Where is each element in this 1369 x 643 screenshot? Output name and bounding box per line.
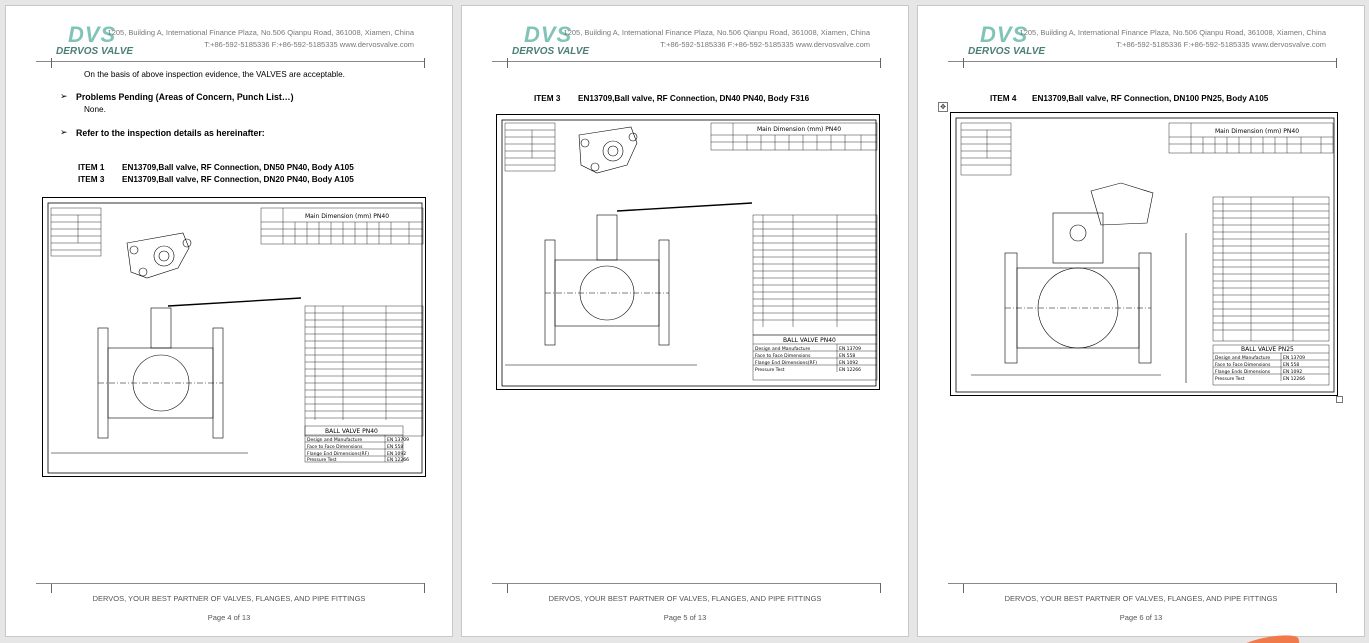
std-value: EN 1092 [839, 360, 858, 366]
ball-valve-drawing: Main Dimension (mm) PN40 [501, 119, 878, 387]
item-label: ITEM 4 [990, 94, 1017, 103]
document-page-5: DVS DERVOS VALVE 1205, Building A, Inter… [461, 5, 909, 637]
bullet-arrow-icon: ➢ [60, 128, 68, 138]
std-name: Pressure Test [755, 367, 785, 373]
dervos-logo: DVS DERVOS VALVE [968, 22, 1048, 62]
std-value: EN 13709 [387, 437, 409, 443]
margin-mark [1336, 58, 1346, 68]
table-resize-handle[interactable] [1336, 396, 1343, 403]
margin-mark [424, 58, 434, 68]
std-name: Pressure Test [1215, 376, 1245, 382]
margin-mark [498, 583, 508, 593]
document-page-6: DVS DERVOS VALVE 1205, Building A, Inter… [917, 5, 1365, 637]
valve-title: BALL VALVE PN40 [325, 428, 378, 435]
std-value: EN 558 [387, 444, 403, 450]
std-name: Face to Face Dimensions [307, 444, 363, 450]
header-contact: T:+86-592-5185336 F:+86-592-5185335 www.… [1116, 40, 1326, 49]
header-address: 1205, Building A, International Finance … [563, 28, 870, 37]
logo-text: DERVOS VALVE [512, 46, 590, 57]
valve-title: BALL VALVE PN25 [1241, 346, 1294, 353]
dim-table-title: Main Dimension (mm) PN40 [305, 213, 389, 220]
item-label: ITEM 3 [534, 94, 561, 103]
margin-mark [1336, 583, 1346, 593]
std-value: EN 13709 [1283, 355, 1305, 361]
item1-label: ITEM 1 [78, 163, 105, 172]
engineering-drawing: Main Dimension (mm) PN40 [496, 114, 880, 390]
std-name: Face to Face Dimensions [755, 353, 811, 359]
header-divider [948, 61, 1336, 62]
header-address: 1205, Building A, International Finance … [107, 28, 414, 37]
header-contact: T:+86-592-5185336 F:+86-592-5185335 www.… [660, 40, 870, 49]
std-value: EN 12266 [839, 367, 861, 373]
std-name: Flange End Dimensions(RF) [307, 451, 369, 457]
std-name: Face to Face Dimensions [1215, 362, 1271, 368]
dim-table-title: Main Dimension (mm) PN40 [1215, 128, 1299, 135]
footer-divider [36, 583, 424, 584]
header-contact: T:+86-592-5185336 F:+86-592-5185335 www.… [204, 40, 414, 49]
footer-slogan: DERVOS, YOUR BEST PARTNER OF VALVES, FLA… [548, 594, 822, 603]
logo-text: DERVOS VALVE [968, 46, 1046, 57]
header-address: 1205, Building A, International Finance … [1019, 28, 1326, 37]
item-description: EN13709,Ball valve, RF Connection, DN100… [1032, 94, 1269, 103]
problems-heading: Problems Pending (Areas of Concern, Punc… [76, 92, 294, 102]
table-move-handle-icon[interactable]: ✥ [938, 102, 948, 112]
margin-mark [880, 58, 890, 68]
item3-label: ITEM 3 [78, 175, 105, 184]
margin-mark [498, 58, 508, 68]
margin-mark [880, 583, 890, 593]
std-name: Design and Manufacture [755, 346, 810, 352]
header-divider [492, 61, 880, 62]
item3-description: EN13709,Ball valve, RF Connection, DN20 … [122, 175, 354, 184]
engineering-drawing: Main Dimension (mm) PN40 [42, 197, 426, 477]
std-value: EN 13709 [839, 346, 861, 352]
std-value: EN 12266 [387, 457, 409, 463]
document-page-4: DVS DERVOS VALVE 1205, Building A, Inter… [5, 5, 453, 637]
valve-title: BALL VALVE PN40 [783, 337, 836, 344]
logo-mark: DVS [980, 22, 1029, 47]
ball-valve-drawing: Main Dimension (mm) PN40 [47, 202, 424, 474]
dervos-logo: DVS DERVOS VALVE [512, 22, 592, 62]
page-number: Page 6 of 13 [1119, 613, 1163, 622]
dervos-logo: DVS DERVOS VALVE [56, 22, 136, 62]
margin-mark [424, 583, 434, 593]
std-value: EN 1092 [387, 451, 406, 457]
std-name: Flange End Dimensions(RF) [755, 360, 817, 366]
std-value: EN 12266 [1283, 376, 1305, 382]
ball-valve-drawing: Main Dimension (mm) PN40 [955, 117, 1335, 393]
logo-text: DERVOS VALVE [56, 46, 134, 57]
dim-table-title: Main Dimension (mm) PN40 [757, 126, 841, 133]
footer-divider [948, 583, 1336, 584]
margin-mark [42, 58, 52, 68]
margin-mark [954, 58, 964, 68]
bullet-arrow-icon: ➢ [60, 92, 68, 102]
engineering-drawing: Main Dimension (mm) PN40 [950, 112, 1338, 396]
std-value: EN 558 [839, 353, 855, 359]
problems-value: None. [84, 105, 106, 114]
std-name: Design and Manufacture [307, 437, 362, 443]
margin-mark [954, 583, 964, 593]
std-name: Pressure Test [307, 457, 337, 463]
margin-mark [42, 583, 52, 593]
std-name: Flange Ends Dimensions [1215, 369, 1271, 375]
page-number: Page 5 of 13 [663, 613, 707, 622]
item-description: EN13709,Ball valve, RF Connection, DN40 … [578, 94, 810, 103]
logo-mark: DVS [524, 22, 573, 47]
footer-slogan: DERVOS, YOUR BEST PARTNER OF VALVES, FLA… [92, 594, 366, 603]
std-value: EN 1092 [1283, 369, 1302, 375]
std-name: Design and Manufacture [1215, 355, 1270, 361]
item1-description: EN13709,Ball valve, RF Connection, DN50 … [122, 163, 354, 172]
std-value: EN 558 [1283, 362, 1299, 368]
page-number: Page 4 of 13 [207, 613, 251, 622]
footer-slogan: DERVOS, YOUR BEST PARTNER OF VALVES, FLA… [1004, 594, 1278, 603]
footer-divider [492, 583, 880, 584]
logo-mark: DVS [68, 22, 117, 47]
header-divider [36, 61, 424, 62]
acceptance-text: On the basis of above inspection evidenc… [84, 70, 345, 79]
refer-heading: Refer to the inspection details as herei… [76, 128, 265, 138]
